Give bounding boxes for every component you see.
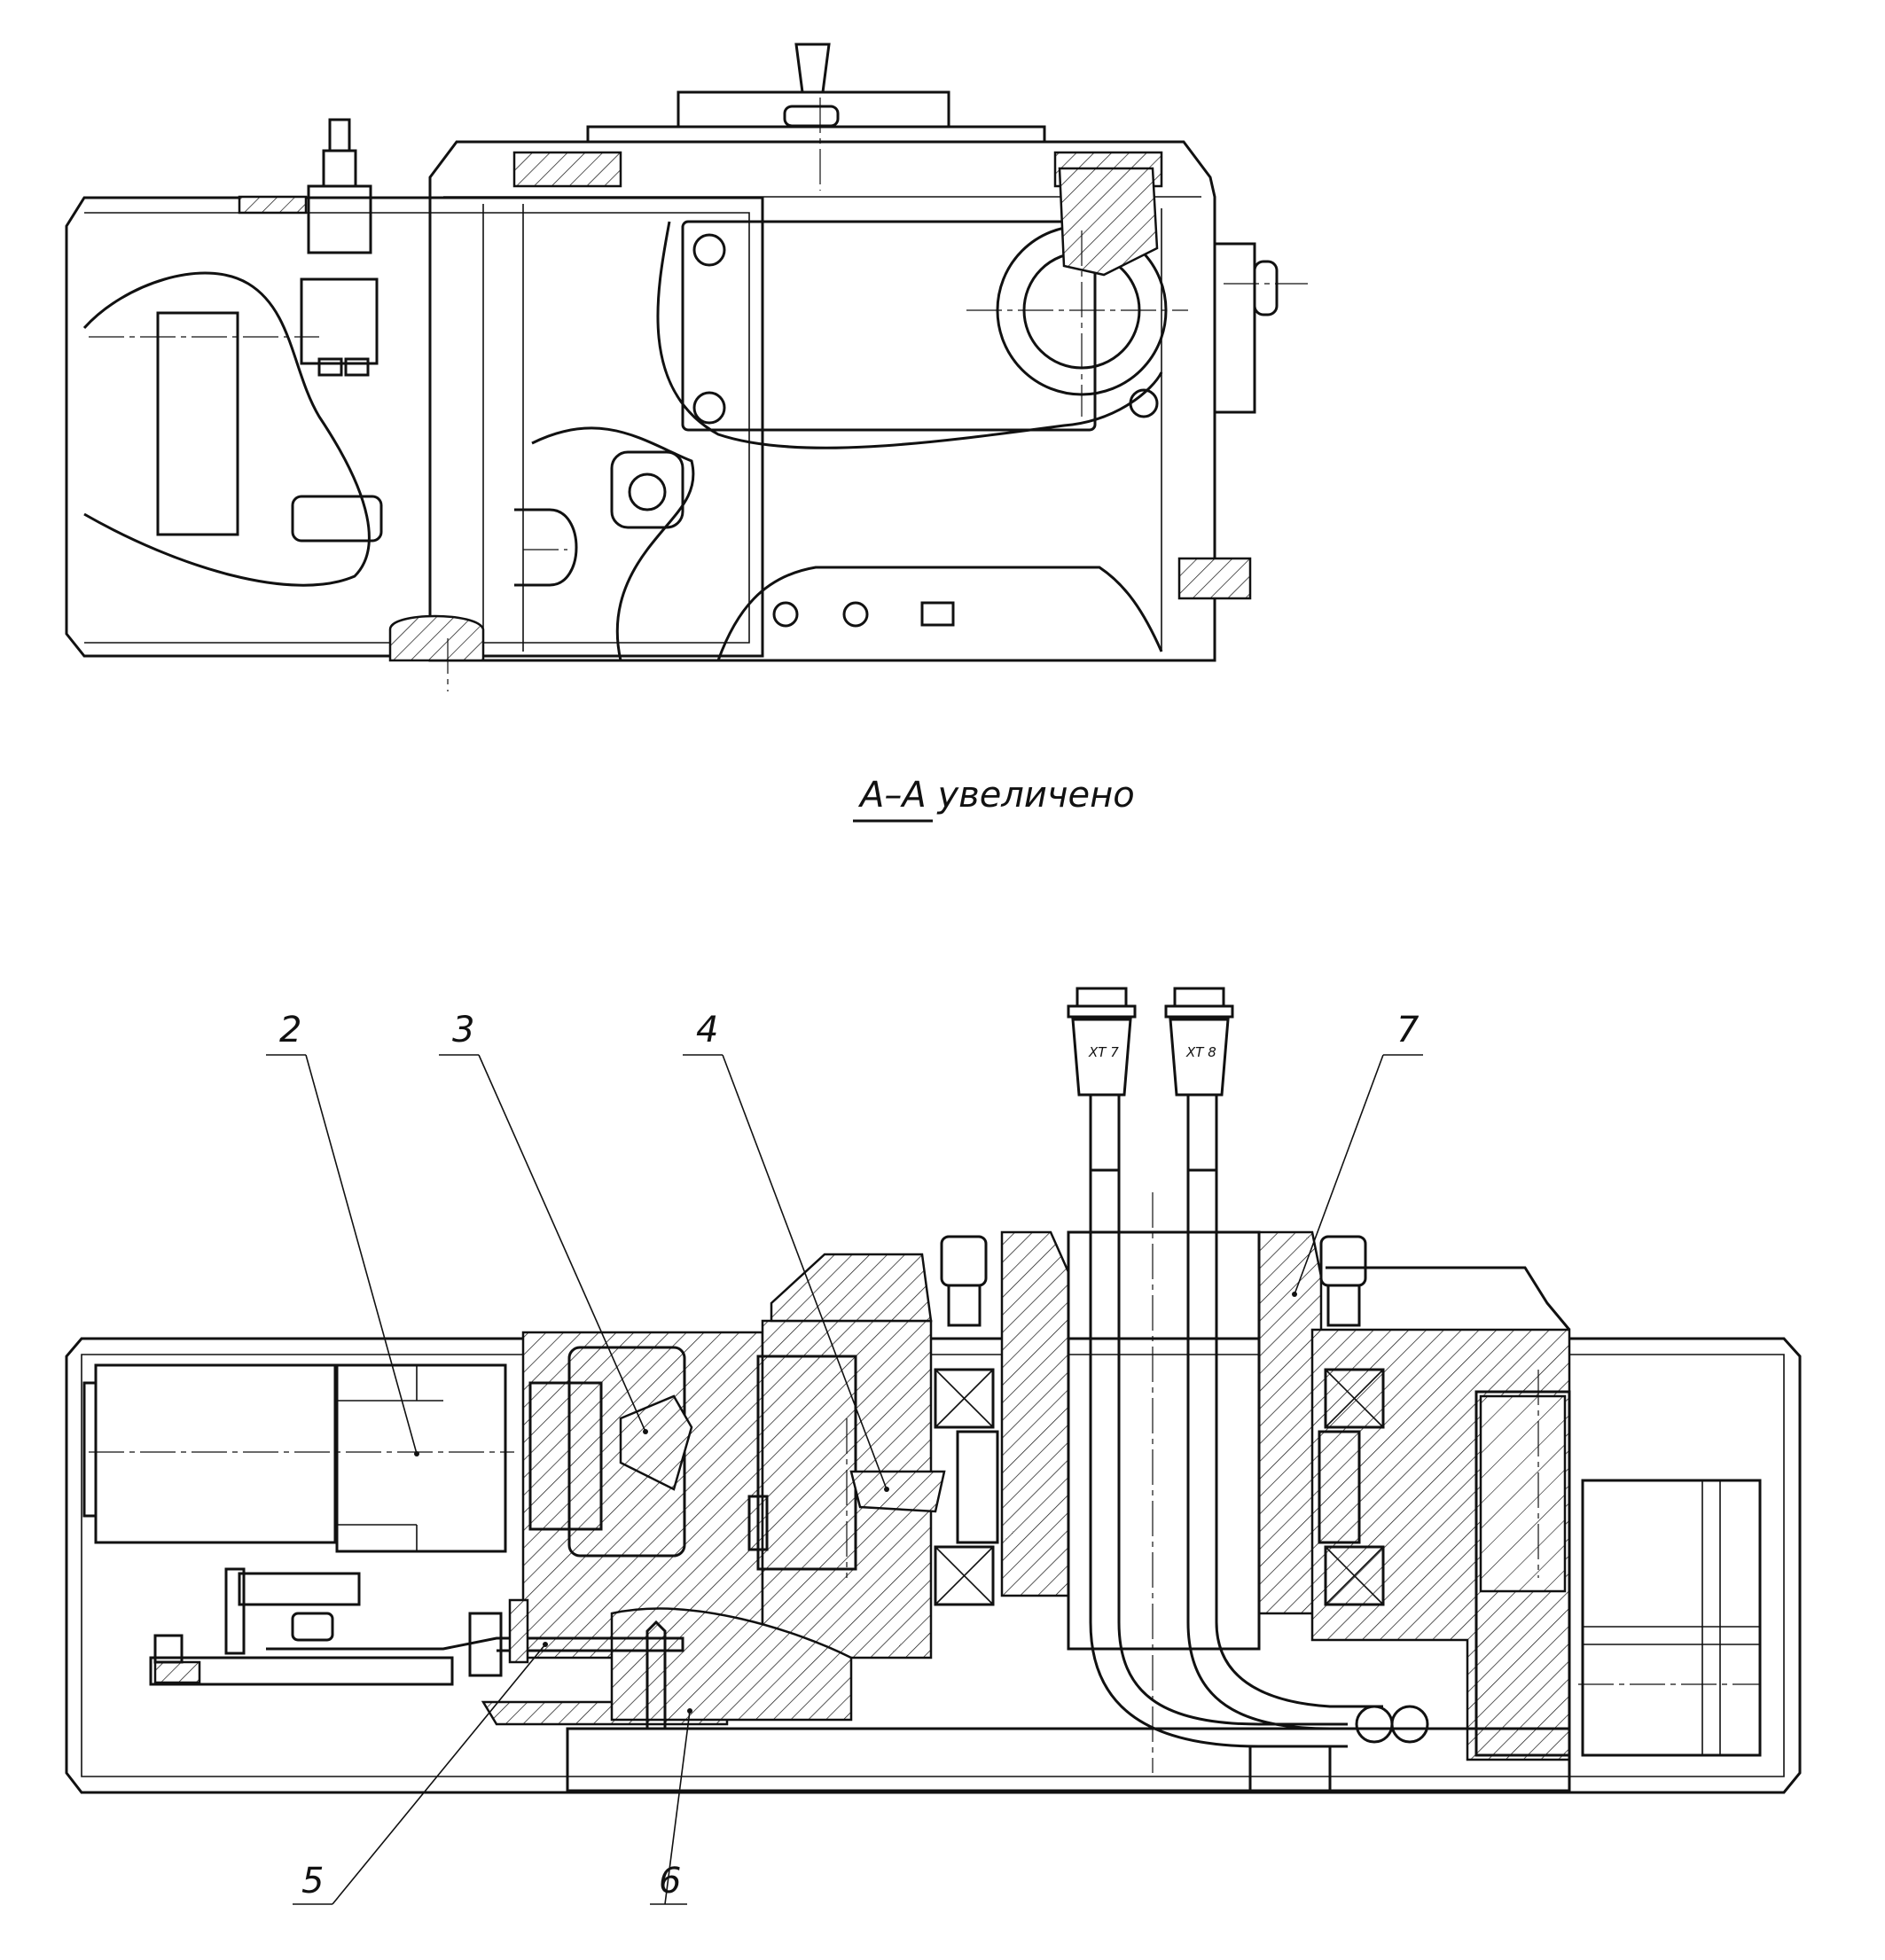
section-title: А–А увеличено xyxy=(853,775,1135,823)
bearing-left-bottom xyxy=(934,1545,995,1606)
callout-5: 5 xyxy=(293,1642,548,1905)
callout-4: 4 xyxy=(683,1010,889,1492)
callout-3-label: 3 xyxy=(452,1010,474,1050)
callout-6: 6 xyxy=(650,1708,692,1905)
section-title-text: А–А увеличено xyxy=(857,775,1135,816)
callout-7: 7 xyxy=(1292,1010,1423,1297)
callout-3: 3 xyxy=(439,1010,648,1434)
bearing-left-top xyxy=(934,1368,995,1429)
callout-2: 2 xyxy=(266,1010,419,1456)
bearing-right-top xyxy=(1324,1368,1385,1429)
connector-xt8-label: ХТ 8 xyxy=(1185,1044,1216,1060)
bearing-right-bottom xyxy=(1324,1545,1385,1606)
callout-2-label: 2 xyxy=(279,1010,301,1050)
callout-5-label: 5 xyxy=(301,1861,324,1901)
connector-xt7: ХТ 7 xyxy=(1067,987,1137,1172)
section-view xyxy=(65,1170,1802,1794)
callout-7-label: 7 xyxy=(1396,1010,1420,1050)
callout-4-label: 4 xyxy=(696,1010,718,1050)
connector-xt8: ХТ 8 xyxy=(1164,987,1234,1172)
connector-xt7-label: ХТ 7 xyxy=(1088,1044,1119,1060)
top-view xyxy=(65,43,1308,691)
